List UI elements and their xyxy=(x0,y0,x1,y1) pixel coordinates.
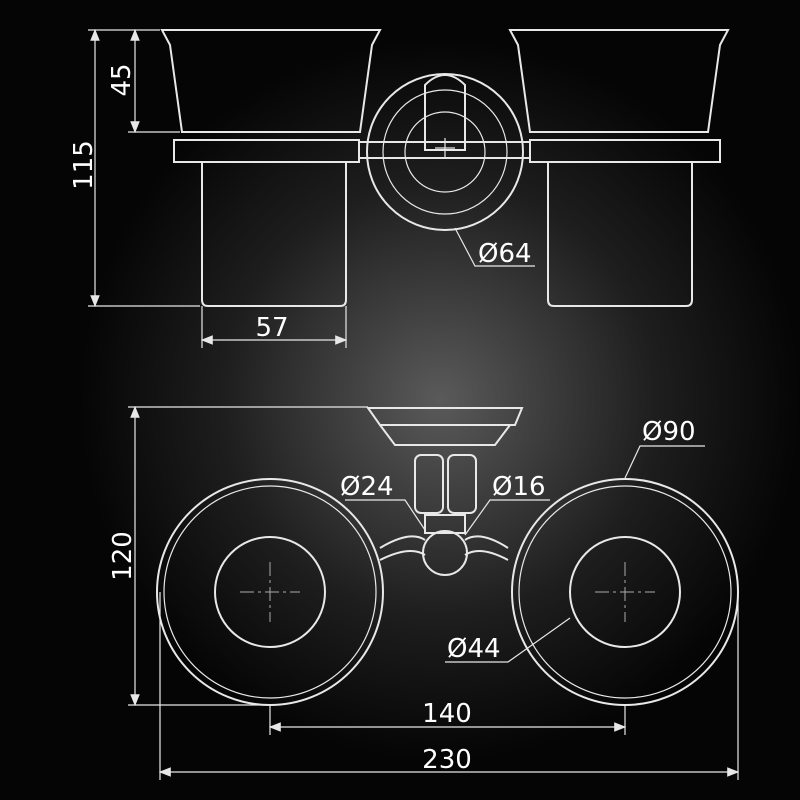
hub xyxy=(422,530,468,576)
dim-screw-diameter: Ø16 xyxy=(492,472,546,502)
top-view: 120 Ø90 Ø24 Ø16 Ø44 140 230 xyxy=(108,405,740,780)
mount-post xyxy=(424,74,466,151)
arm-collar xyxy=(424,514,466,534)
left-cup xyxy=(160,29,382,133)
dim-mount-diameter: Ø64 xyxy=(478,239,532,269)
left-glass xyxy=(201,162,347,307)
left-cup-inner xyxy=(214,536,326,648)
dim-arm-diameter: Ø24 xyxy=(340,472,394,502)
arm-right xyxy=(447,454,477,514)
dim-total-width: 230 xyxy=(422,745,472,775)
right-cup-inner xyxy=(569,536,681,648)
front-view: 45 115 57 Ø64 xyxy=(69,28,730,348)
right-glass xyxy=(547,162,693,307)
dim-cup-height: 45 xyxy=(107,63,137,96)
wall-plate xyxy=(366,407,524,426)
dim-cup-diameter: Ø90 xyxy=(642,417,696,447)
right-cup xyxy=(508,29,730,133)
holder-arms xyxy=(379,535,509,561)
arm-left xyxy=(414,454,444,514)
dim-total-height: 115 xyxy=(69,140,99,190)
dim-cup-width: 57 xyxy=(255,313,288,343)
dim-center-distance: 140 xyxy=(422,699,472,729)
dim-inner-diameter: Ø44 xyxy=(447,634,501,664)
dim-depth: 120 xyxy=(108,531,138,581)
